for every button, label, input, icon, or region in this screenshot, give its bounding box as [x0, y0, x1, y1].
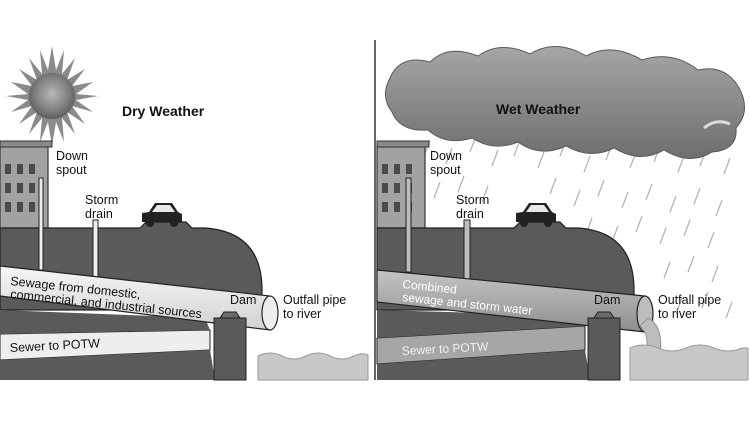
- downspout-label-line1: Down: [56, 149, 88, 163]
- dam-wet: [587, 317, 621, 381]
- downspout-label-line2: spout: [56, 163, 87, 177]
- wet-weather-title: Wet Weather: [496, 101, 581, 117]
- downspout-pipe-wet: [405, 177, 412, 273]
- dry-weather-panel: Dry Weather: [0, 46, 369, 381]
- storm-drain-label-wet-line1: Storm: [456, 193, 489, 207]
- outfall-label-wet-line2: to river: [658, 307, 696, 321]
- storm-drain-label-line1: Storm: [85, 193, 118, 207]
- outfall-label-wet-line1: Outfall pipe: [658, 293, 721, 307]
- downspout-label-wet-line2: spout: [430, 163, 461, 177]
- dam: [213, 317, 247, 381]
- sun-icon: [6, 46, 98, 146]
- combined-label-line1: Combined: [402, 277, 458, 297]
- building: [0, 140, 53, 229]
- cloud-highlight: [703, 120, 731, 130]
- car-icon-wet: [516, 203, 556, 227]
- storm-drain-label-wet-line2: drain: [456, 207, 484, 221]
- storm-drain-label-line2: drain: [85, 207, 113, 221]
- river: [257, 352, 369, 381]
- dry-weather-title: Dry Weather: [122, 103, 205, 119]
- ground-lower: [0, 310, 210, 334]
- river-wet: [629, 344, 749, 381]
- dam-label: Dam: [230, 293, 256, 307]
- car-icon: [142, 203, 182, 227]
- cloud-icon: [385, 46, 745, 159]
- ground-bottom: [0, 350, 215, 380]
- storm-drain-pipe-wet: [463, 219, 471, 281]
- ground-bottom-wet: [377, 350, 590, 380]
- wet-weather-panel: Wet Weather: [376, 46, 749, 381]
- dam-label-wet: Dam: [594, 293, 620, 307]
- sewer-label-wet: Sewer to POTW: [401, 339, 489, 358]
- building-wet: [376, 140, 430, 229]
- sewer-label: Sewer to POTW: [9, 336, 100, 355]
- outfall-label-line2: to river: [283, 307, 321, 321]
- downspout-label-wet-line1: Down: [430, 149, 462, 163]
- outfall-label-line1: Outfall pipe: [283, 293, 346, 307]
- storm-drain-pipe: [92, 219, 99, 279]
- outfall-pipe-mouth: [261, 295, 279, 331]
- downspout-pipe: [38, 177, 44, 271]
